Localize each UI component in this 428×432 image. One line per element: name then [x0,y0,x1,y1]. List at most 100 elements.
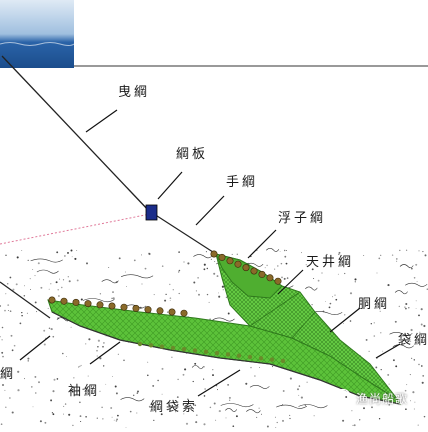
seabed-dot [195,421,198,424]
seabed-dot [133,259,136,262]
seabed-weed [193,254,213,259]
float-buoy [168,308,176,316]
sinker-bead [214,350,220,356]
seabed-dot [1,339,3,341]
seabed-dot [250,366,252,369]
seabed-dot [136,392,139,394]
seabed-dot [218,410,221,413]
seabed-dot [416,281,418,283]
seabed-dot [67,276,69,278]
seabed-dot [366,301,368,302]
seabed-dot [311,303,313,306]
seabed-dot [63,413,65,415]
seabed-dot [354,278,357,281]
seabed-dot [34,275,36,277]
seabed-dot [169,300,171,301]
hand-rope-line [153,213,217,255]
seabed-dot [141,283,143,285]
seabed-dot [63,405,65,407]
seabed-dot [212,369,214,371]
seabed-weed [36,269,59,274]
seabed-dot [284,255,287,258]
seabed-dot [213,402,216,405]
seabed-dot [277,265,279,267]
seabed-dot [203,366,205,368]
seabed-dot [376,272,378,274]
seabed-weed [120,397,145,402]
seabed-dot [64,403,67,405]
seabed-dot [214,261,216,262]
seabed-dot [185,422,189,425]
seabed-dot [379,310,381,312]
seabed-dot [144,267,147,270]
seabed-dot [13,344,16,347]
seabed-dot [183,261,185,263]
seabed-dot [160,413,163,416]
seabed-dot [209,406,212,409]
seabed-dot [352,424,354,426]
seabed-dot [147,361,149,363]
seabed-dot [375,366,378,369]
seabed-dot [410,341,412,343]
seabed-dot [227,312,230,315]
seabed-dot [221,285,224,288]
seabed-dot [79,415,82,417]
seabed-dot [178,271,180,273]
seabed-dot [417,424,419,426]
seabed-weed [245,262,264,267]
seabed-dot [58,295,60,297]
seabed-dot [222,289,224,291]
float-buoy [108,302,116,310]
seabed-dot [283,277,286,280]
seabed-dot [70,249,73,252]
seabed-dot [264,267,266,269]
seabed-dot [178,292,180,295]
seabed-dot [368,350,370,352]
seabed-dot [260,413,263,415]
seabed-dot [44,421,47,424]
seabed-dot [82,388,84,390]
seabed-weed [101,279,119,284]
seabed-dot [73,377,75,379]
seabed-dot [112,376,113,377]
seabed-dot [344,314,346,316]
seabed-dot [232,425,235,428]
seabed-dot [30,386,33,388]
seabed-dot [405,408,407,411]
seabed-dot [114,385,117,388]
seabed-dot [79,401,81,404]
seabed-dot [410,328,413,332]
seabed-dot [116,418,119,421]
seabed-dot [124,271,126,273]
seabed-dot [365,338,368,341]
seabed-dot [192,380,194,383]
sinker-bead [137,341,143,347]
seabed-dot [420,323,423,326]
seabed-dot [11,349,14,352]
drag-rope-line [1,55,151,213]
seabed-dot [343,322,344,324]
seabed-dot [152,384,155,387]
seabed-dot [111,416,113,418]
seabed-dot [52,413,55,416]
seabed-dot [113,419,115,421]
seabed-weed [405,282,428,287]
seabed-dot [103,342,105,344]
seabed-dot [191,403,194,405]
seabed-weed [389,332,413,336]
seabed-dot [50,283,52,285]
seabed-dot [324,300,326,302]
seabed-dot [72,390,74,393]
seabed-dot [213,272,216,275]
float-buoy [132,304,140,312]
seabed-dot [258,407,260,409]
seabed-weed [305,286,318,291]
otter-board [145,204,158,221]
seabed-dot [153,294,155,296]
seabed-dot [203,423,206,426]
label-drag-rope: 曳綱 [118,85,151,100]
seabed-dot [169,297,172,300]
seabed-dot [168,404,171,407]
seabed-dot [419,341,421,343]
seabed-dot [97,346,99,348]
